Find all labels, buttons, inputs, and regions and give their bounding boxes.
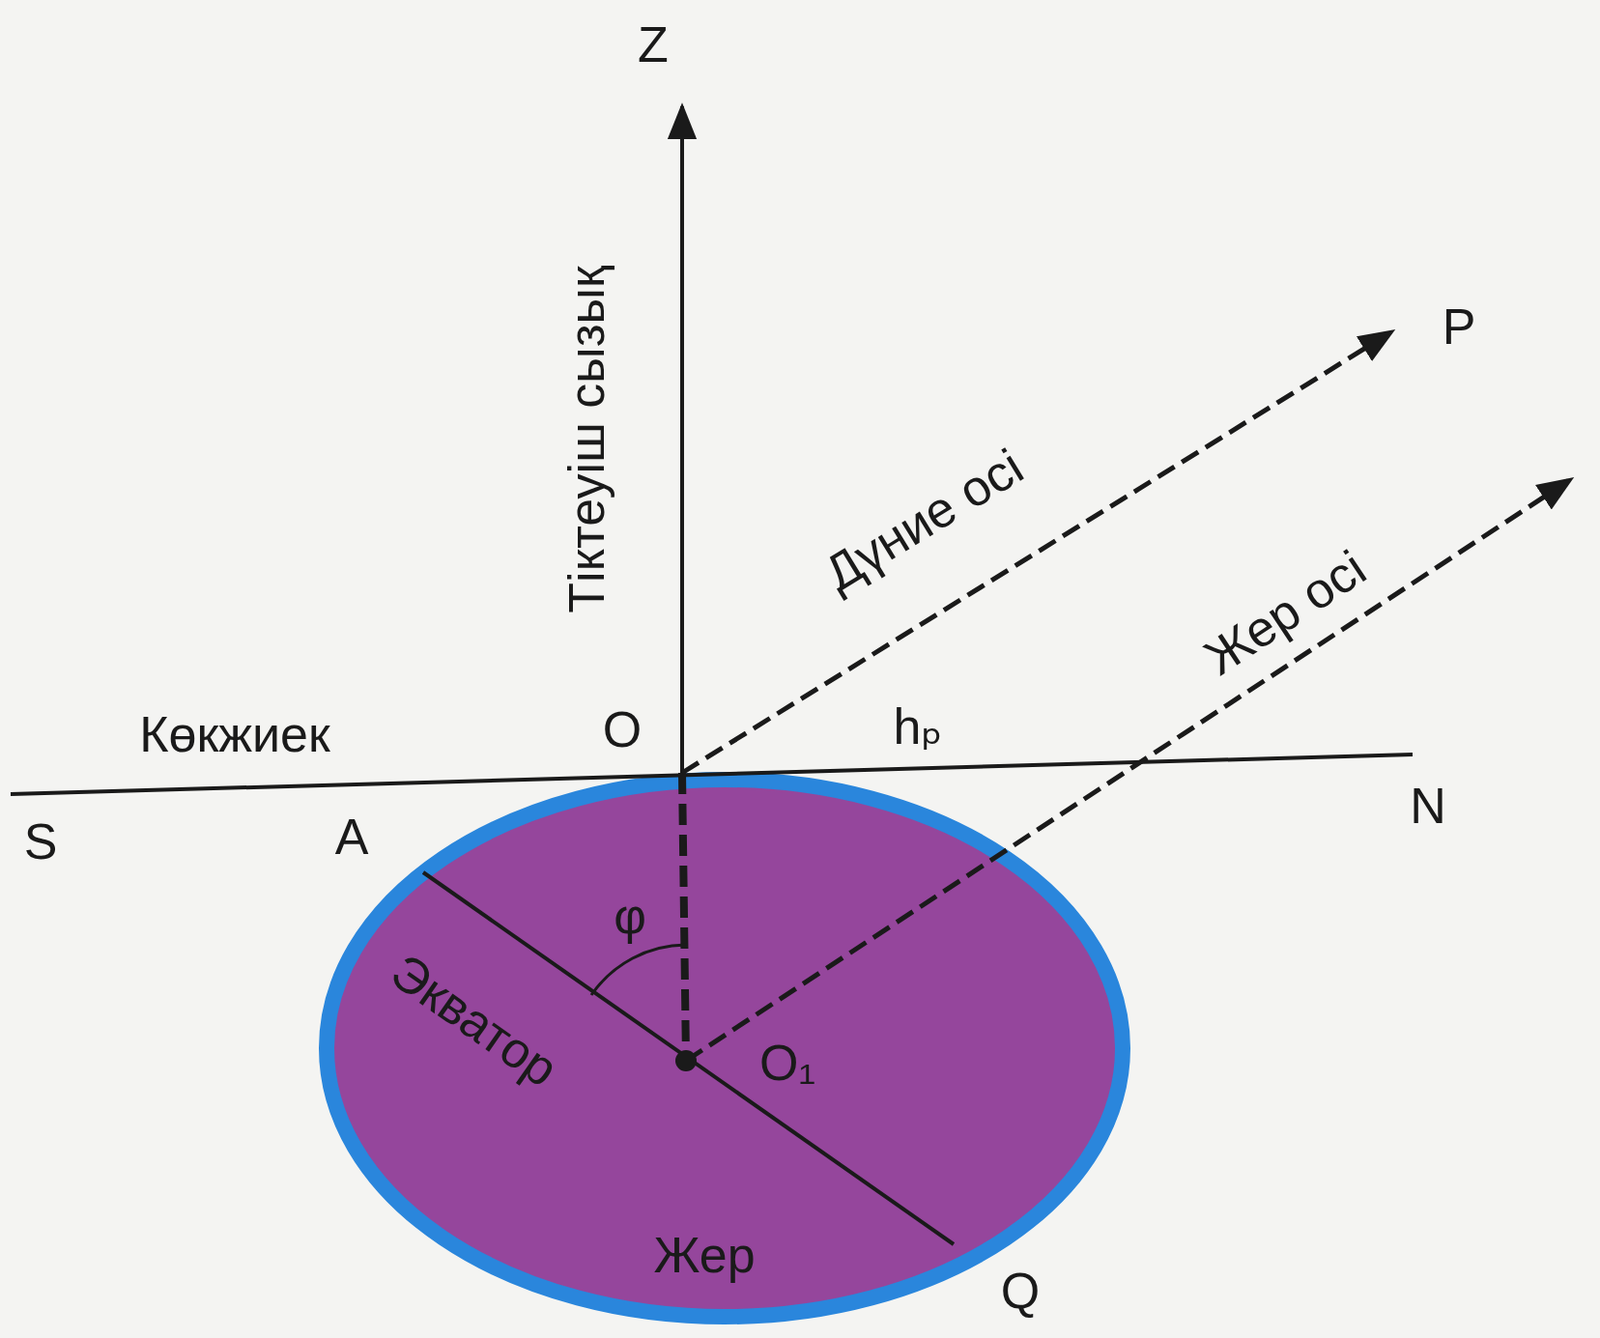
- plumb-line-label: Тіктеуіш сызық: [561, 265, 612, 613]
- world-axis: [682, 331, 1393, 773]
- center-dot: [675, 1050, 697, 1072]
- horizon-line: [10, 754, 1413, 795]
- world-axis-label: Дүние осі: [816, 440, 1031, 600]
- pole-altitude-label: hₚ: [892, 701, 943, 752]
- center-letter: O₁: [759, 1037, 816, 1088]
- latitude-arc: [591, 944, 686, 996]
- point-letter: Q: [1000, 1265, 1040, 1316]
- observer-letter: O: [602, 704, 642, 755]
- horizon-label: Көкжиек: [139, 709, 330, 760]
- latitude-symbol: φ: [613, 890, 647, 942]
- point-letter: A: [335, 811, 370, 862]
- plumb-line: [680, 106, 685, 773]
- earth-axis-label: Жер осі: [1196, 542, 1374, 684]
- zenith-letter: Z: [637, 19, 669, 70]
- earth-ellipse: Жер: [316, 770, 1133, 1327]
- earth-axis: [685, 479, 1572, 1061]
- south-letter: S: [24, 816, 58, 867]
- pole-letter: P: [1442, 301, 1477, 352]
- north-letter: N: [1409, 780, 1447, 831]
- earth-label: Жер: [653, 1229, 755, 1281]
- radius-line: [682, 772, 686, 1061]
